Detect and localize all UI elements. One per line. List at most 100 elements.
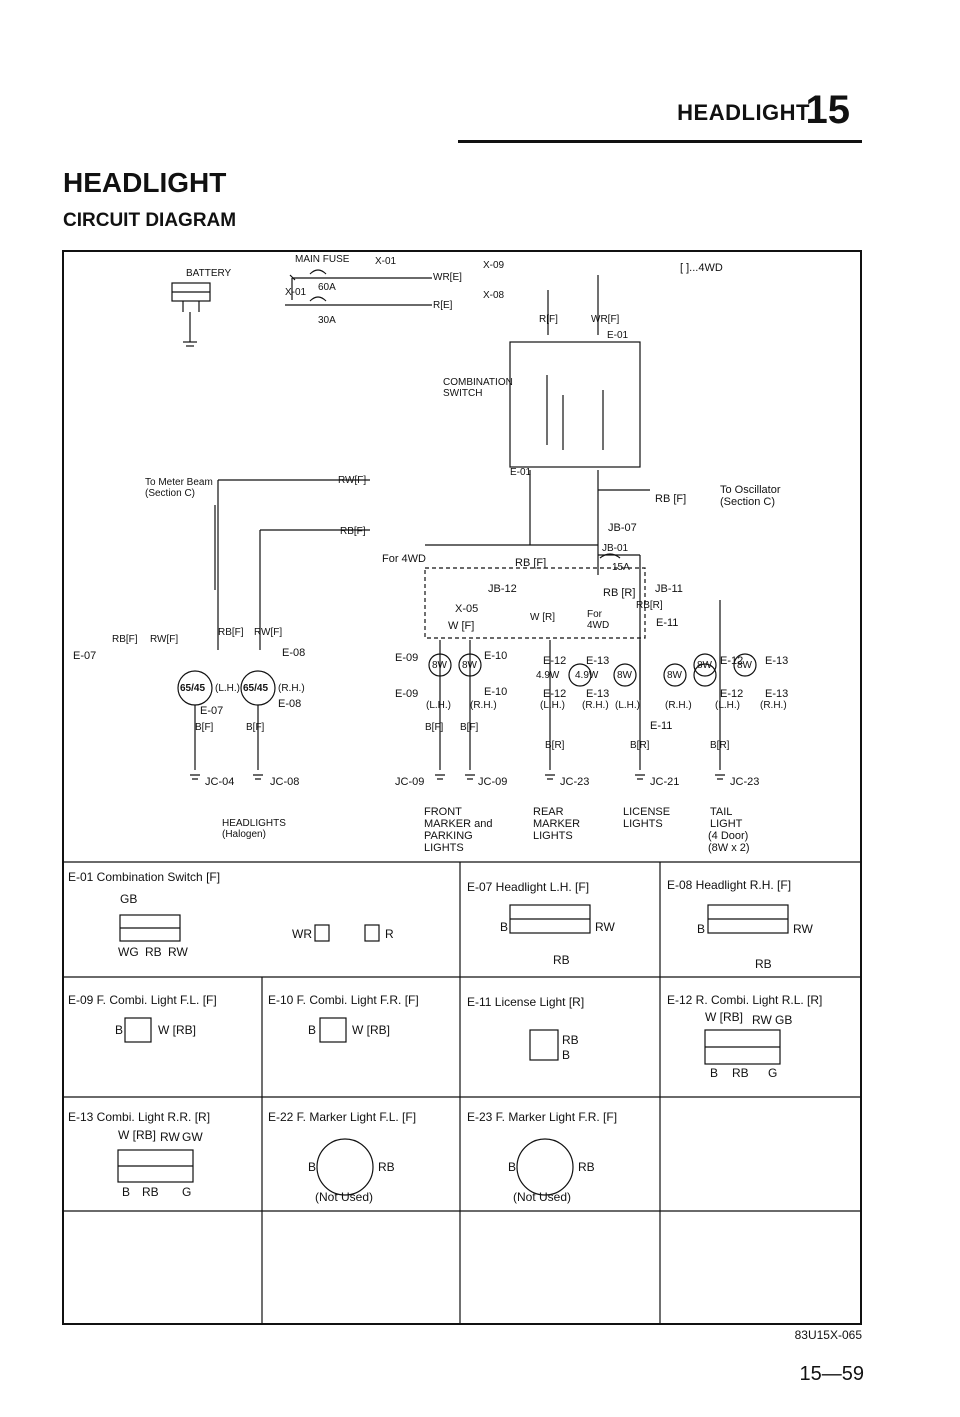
front-marker-caption-4: LIGHTS bbox=[424, 842, 464, 854]
connector-e22-pin-rb: RB bbox=[378, 1160, 395, 1174]
connector-e07-pin-rb: RB bbox=[553, 953, 570, 967]
connector-e12-pin-rw: RW bbox=[752, 1013, 772, 1027]
connector-e07-pin-b: B bbox=[500, 920, 509, 934]
diagram-frame bbox=[62, 250, 862, 1325]
license-rh-side: (R.H.) bbox=[665, 700, 692, 711]
jc23-left-label: JC-23 bbox=[560, 776, 590, 788]
e08-b-label: E-08 bbox=[278, 698, 302, 710]
connector-e12-title: E-12 R. Combi. Light R.L. [R] bbox=[667, 993, 823, 1007]
jb07-label: JB-07 bbox=[608, 522, 637, 534]
rear-rh-side: (R.H.) bbox=[582, 700, 609, 711]
front-rh-bulb-rating: 8W bbox=[462, 660, 477, 671]
license-caption-1: LICENSE bbox=[623, 806, 671, 818]
connector-e13-pin-b: B bbox=[122, 1185, 131, 1199]
e07-b-label: E-07 bbox=[200, 705, 224, 717]
main-fuse-label: MAIN FUSE bbox=[295, 254, 350, 265]
connector-e13-pin-g: G bbox=[182, 1185, 192, 1199]
tail-e13-label: E-13 bbox=[765, 655, 789, 667]
jc21-label: JC-21 bbox=[650, 776, 680, 788]
front-lh-side: (L.H.) bbox=[426, 700, 451, 711]
connector-e08-title: E-08 Headlight R.H. [F] bbox=[667, 878, 792, 892]
connector-e01-pin-wg: WG bbox=[118, 945, 139, 959]
connector-e12-pin-g: G bbox=[768, 1066, 778, 1080]
to-meter-beam-line1: To Meter Beam bbox=[145, 477, 213, 488]
connector-e12-pin-b: B bbox=[710, 1066, 719, 1080]
rear-lh-bulb-rating: 4.9W bbox=[536, 670, 560, 681]
for-4wd-small-2: 4WD bbox=[587, 620, 610, 631]
rear-marker-caption-3: LIGHTS bbox=[533, 830, 573, 842]
tail-e13-b-label: E-13 bbox=[765, 688, 789, 700]
e01-bottom-label: E-01 bbox=[510, 467, 532, 478]
connector-e01-pin-rb: RB bbox=[145, 945, 162, 959]
connector-e13-pin-gw: GW bbox=[182, 1130, 203, 1144]
connector-e09-pin-w: W [RB] bbox=[158, 1023, 196, 1037]
fuse-15a-label: 15A bbox=[612, 562, 630, 573]
connector-e10-title: E-10 F. Combi. Light F.R. [F] bbox=[268, 993, 419, 1007]
for-4wd-label: For 4WD bbox=[382, 553, 426, 565]
connector-e23-pin-rb: RB bbox=[578, 1160, 595, 1174]
connector-e12-pin-w: W [RB] bbox=[705, 1010, 743, 1024]
x05-label: X-05 bbox=[455, 603, 479, 615]
headlight-rh-rating: 65/45 bbox=[243, 683, 269, 694]
section-number: 15 bbox=[805, 88, 851, 132]
tail-ground-wire: B[R] bbox=[710, 740, 730, 751]
rear-rh-bulb-rating: 4.9W bbox=[575, 670, 599, 681]
connector-e12-pin-rb: RB bbox=[732, 1066, 749, 1080]
connector-e13-pin-rb: RB bbox=[142, 1185, 159, 1199]
wire-wrf-label: WR[F] bbox=[591, 314, 620, 325]
tail-caption-2: LIGHT bbox=[710, 818, 743, 830]
connector-e11-title: E-11 License Light [R] bbox=[467, 995, 585, 1009]
headlight-lh-rating: 65/45 bbox=[180, 683, 206, 694]
conn-x09-label: X-09 bbox=[483, 260, 505, 271]
connector-e10-pin-w: W [RB] bbox=[352, 1023, 390, 1037]
wire-rbf-a: RB[F] bbox=[112, 634, 138, 645]
wire-rb-f-mid-label: RB [F] bbox=[515, 557, 547, 569]
connector-e11-pin-b: B bbox=[562, 1048, 571, 1062]
combination-switch-line1: COMBINATION bbox=[443, 377, 513, 388]
license-ground-wire: B[R] bbox=[630, 740, 650, 751]
jb11-label: JB-11 bbox=[655, 583, 683, 595]
connector-e08-pin-rw: RW bbox=[793, 922, 813, 936]
jc09-left-label: JC-09 bbox=[395, 776, 425, 788]
connector-e11-pin-rb: RB bbox=[562, 1033, 579, 1047]
headlight-lh-side: (L.H.) bbox=[215, 683, 240, 694]
tail-caption-4: (8W x 2) bbox=[708, 842, 750, 854]
page-number: 15—59 bbox=[799, 1363, 865, 1385]
tail-e12-label: E-12 bbox=[720, 655, 744, 667]
e10-b-label: E-10 bbox=[484, 686, 508, 698]
wire-wre-label: WR[E] bbox=[433, 272, 462, 283]
wire-rbr-small-label: RB[R] bbox=[636, 600, 663, 611]
wire-bf-lh: B[F] bbox=[195, 722, 214, 733]
rear-lh-side: (L.H.) bbox=[540, 700, 565, 711]
front-lh-bulb-rating: 8W bbox=[432, 660, 447, 671]
front-rh-side: (R.H.) bbox=[470, 700, 497, 711]
fuse-30a-label: 30A bbox=[318, 315, 336, 326]
e08-label: E-08 bbox=[282, 647, 306, 659]
combination-switch-box bbox=[509, 341, 641, 468]
e09-label: E-09 bbox=[395, 652, 419, 664]
wire-w-r-label: W [R] bbox=[530, 612, 555, 623]
wire-rwf-b: RW[F] bbox=[254, 627, 283, 638]
battery-label: BATTERY bbox=[186, 268, 232, 279]
connector-e13-title: E-13 Combi. Light R.R. [R] bbox=[68, 1110, 211, 1124]
to-oscillator-line2: (Section C) bbox=[720, 496, 776, 508]
combination-switch-line2: SWITCH bbox=[443, 388, 483, 399]
connector-e09-pin-b: B bbox=[115, 1023, 124, 1037]
wire-rbf-b: RB[F] bbox=[218, 627, 244, 638]
headlights-caption-2: (Halogen) bbox=[222, 829, 266, 840]
jc08-label: JC-08 bbox=[270, 776, 300, 788]
conn-x08-label: X-08 bbox=[483, 290, 505, 301]
license-lh-bulb-rating: 8W bbox=[617, 670, 632, 681]
connector-e08-pin-b: B bbox=[697, 922, 706, 936]
front-lh-ground-wire: B[F] bbox=[425, 722, 444, 733]
rear-e12-b-label: E-12 bbox=[543, 688, 567, 700]
e01-top-label: E-01 bbox=[607, 330, 629, 341]
fuse-x01-left-label: X-01 bbox=[285, 287, 307, 298]
connector-e07-pin-rw: RW bbox=[595, 920, 615, 934]
tail-rh-side: (R.H.) bbox=[760, 700, 787, 711]
e07-label: E-07 bbox=[73, 650, 97, 662]
e09-b-label: E-09 bbox=[395, 688, 419, 700]
jb12-label: JB-12 bbox=[488, 583, 517, 595]
connector-e09-title: E-09 F. Combi. Light F.L. [F] bbox=[68, 993, 217, 1007]
page-subtitle: CIRCUIT DIAGRAM bbox=[63, 210, 237, 231]
